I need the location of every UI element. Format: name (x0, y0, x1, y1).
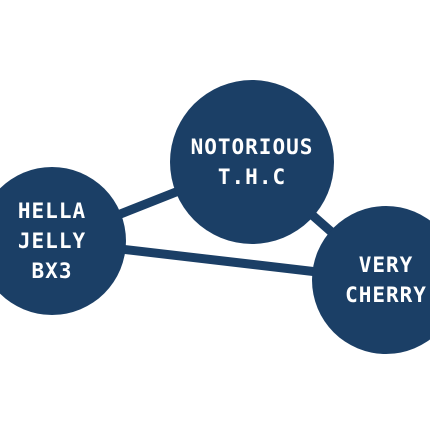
nodes-layer: NOTORIOUS T.H.C HELLA JELLY BX3 VERY CHERRY (0, 80, 430, 354)
node-hella-jelly-bx3: HELLA JELLY BX3 (0, 167, 126, 315)
node-circle-very-cherry (312, 206, 430, 354)
node-circle-notorious-thc (170, 80, 334, 244)
node-label-very-cherry-line-2: CHERRY (345, 283, 427, 307)
node-label-notorious-thc-line-2: T.H.C (218, 165, 286, 189)
node-notorious-thc: NOTORIOUS T.H.C (170, 80, 334, 244)
node-label-hella-jelly-bx3-line-1: HELLA (18, 199, 86, 223)
node-label-very-cherry-line-1: VERY (359, 253, 414, 277)
node-very-cherry: VERY CHERRY (312, 206, 430, 354)
node-circle-hella-jelly-bx3 (0, 167, 126, 315)
node-label-notorious-thc-line-1: NOTORIOUS (191, 135, 314, 159)
node-label-hella-jelly-bx3-line-2: JELLY (18, 229, 86, 253)
node-label-hella-jelly-bx3-line-3: BX3 (32, 259, 73, 283)
